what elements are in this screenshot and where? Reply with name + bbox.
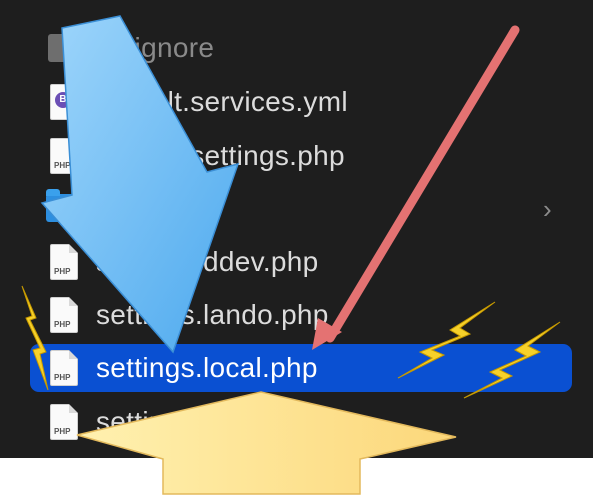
php-file-icon: PHP: [50, 404, 78, 440]
file-row-default-settings[interactable]: PHP default.settings.php: [0, 130, 593, 182]
yml-file-icon: B: [50, 84, 78, 120]
file-name: default.settings.php: [96, 140, 345, 171]
file-row-settings-lando[interactable]: PHP settings.lando.php: [0, 289, 593, 341]
folder-row[interactable]: ›: [0, 182, 593, 234]
file-row-settings[interactable]: PHP settings.php: [0, 396, 593, 448]
file-name: settings.php: [96, 406, 251, 437]
file-name: settings.local.php: [96, 352, 318, 383]
generic-file-icon: [48, 34, 78, 62]
finder-file-list: .gitignore B default.services.yml PHP de…: [0, 0, 600, 458]
file-row-default-services[interactable]: B default.services.yml: [0, 76, 593, 128]
file-name: default.services.yml: [96, 86, 348, 117]
file-row-settings-ddev[interactable]: PHP settings.ddev.php: [0, 236, 593, 288]
php-file-icon: PHP: [50, 350, 78, 386]
php-file-icon: PHP: [50, 138, 78, 174]
php-file-icon: PHP: [50, 297, 78, 333]
file-name: .gitignore: [96, 32, 215, 63]
file-row-settings-local[interactable]: PHP settings.local.php: [0, 342, 593, 394]
php-file-icon: PHP: [50, 244, 78, 280]
file-name: settings.lando.php: [96, 299, 329, 330]
file-row-gitignore[interactable]: .gitignore: [0, 22, 593, 74]
file-name: settings.ddev.php: [96, 246, 319, 277]
chevron-right-icon[interactable]: ›: [543, 194, 552, 224]
folder-icon: [46, 189, 82, 222]
